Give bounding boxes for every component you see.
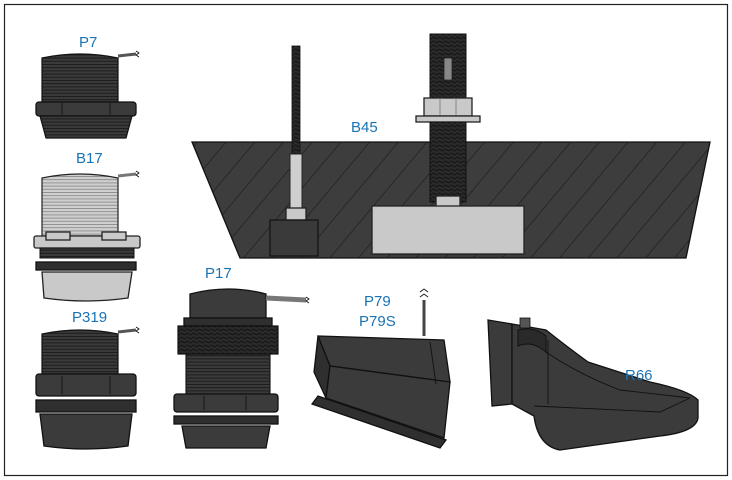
p7-transducer xyxy=(35,50,140,139)
label-b17: B17 xyxy=(76,150,103,167)
r66-transducer xyxy=(487,317,699,451)
b45-transducer-body xyxy=(371,205,525,255)
label-p79: P79 xyxy=(364,293,391,310)
label-p79s: P79S xyxy=(359,313,396,330)
b17-transducer xyxy=(33,170,141,302)
p17-transducer xyxy=(173,288,310,449)
p319-transducer xyxy=(35,326,140,450)
b45-hull-mount xyxy=(191,33,711,259)
label-b45: B45 xyxy=(351,119,378,136)
label-p7: P7 xyxy=(79,34,98,51)
label-p17: P17 xyxy=(205,265,232,282)
frame-border xyxy=(3,3,729,477)
label-p319: P319 xyxy=(72,309,108,326)
p79-transducer xyxy=(310,288,451,449)
label-r66: R66 xyxy=(625,367,653,384)
